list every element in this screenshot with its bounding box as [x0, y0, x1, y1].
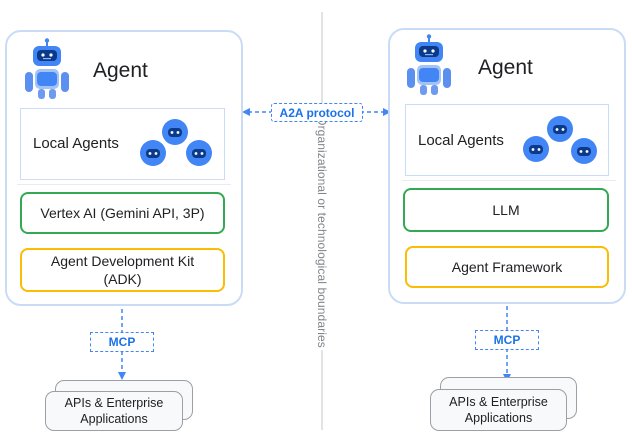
left-apis-card: APIs & Enterprise Applications — [45, 391, 183, 431]
left-separator — [17, 184, 231, 185]
right-agent-card: Agent Local Agents LLM Agent Framework — [388, 28, 626, 304]
left-mcp-label: MCP — [90, 332, 154, 352]
left-apis-line2: Applications — [80, 412, 148, 426]
mini-robot-icon — [523, 136, 549, 162]
left-framework-box: Agent Development Kit (ADK) — [20, 248, 225, 292]
mini-robot-icon — [547, 116, 573, 142]
mini-robot-icon — [571, 138, 597, 164]
right-local-agents-box: Local Agents — [405, 104, 609, 176]
mini-robot-icon — [186, 140, 212, 166]
mini-robot-icon — [162, 119, 188, 145]
left-local-agents-label: Local Agents — [33, 135, 119, 152]
a2a-arrowhead-left — [242, 108, 250, 116]
right-apis-card: APIs & Enterprise Applications — [430, 389, 567, 431]
left-agent-card: Agent Local Agents Vertex AI (Gemini API… — [5, 30, 243, 306]
boundary-label: Organizational or technological boundari… — [315, 114, 329, 350]
right-model-box: LLM — [403, 188, 609, 232]
mini-robot-icon — [140, 140, 166, 166]
robot-agent-icon — [407, 34, 451, 95]
a2a-arrowhead-right — [383, 108, 391, 116]
left-apis-line1: APIs & Enterprise — [64, 396, 164, 410]
left-model-box: Vertex AI (Gemini API, 3P) — [20, 192, 225, 234]
right-mcp-label: MCP — [475, 330, 539, 350]
right-agent-title: Agent — [478, 56, 533, 79]
robot-agent-icon — [25, 38, 69, 99]
a2a-protocol-label: A2A protocol — [271, 103, 363, 122]
left-framework-line2: (ADK) — [103, 271, 142, 287]
right-separator — [402, 180, 616, 181]
right-framework-box: Agent Framework — [405, 246, 609, 288]
right-apis-line2: Applications — [464, 411, 533, 425]
left-framework-line1: Agent Development Kit — [50, 253, 195, 269]
right-local-agents-label: Local Agents — [418, 132, 504, 149]
left-mcp-arrowhead-down — [118, 372, 126, 380]
left-agent-title: Agent — [93, 59, 148, 82]
right-apis-line1: APIs & Enterprise — [449, 395, 548, 409]
left-local-agents-box: Local Agents — [20, 108, 225, 180]
